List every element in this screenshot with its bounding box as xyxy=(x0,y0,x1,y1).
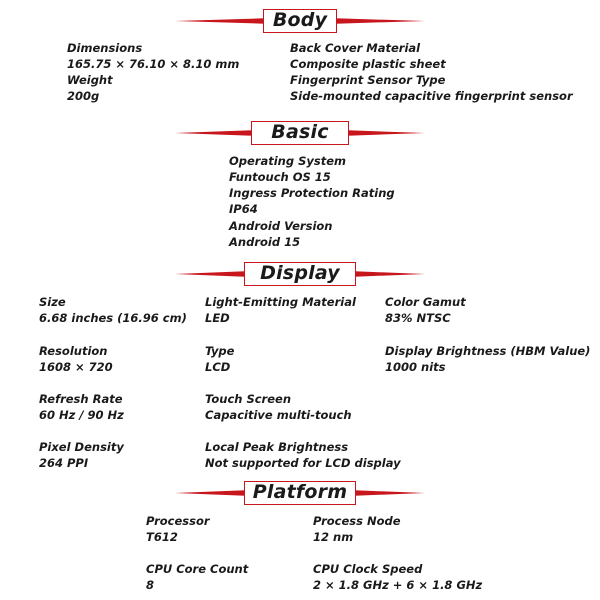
spec-label: Resolution xyxy=(39,344,108,358)
spec-label: Refresh Rate xyxy=(39,392,123,406)
spec-value: Side-mounted capacitive fingerprint sens… xyxy=(290,89,573,103)
spec-label: Touch Screen xyxy=(205,392,292,406)
spec-label: Fingerprint Sensor Type xyxy=(290,73,446,87)
spec-value: 6.68 inches (16.96 cm) xyxy=(39,311,187,325)
spec-value: Not supported for LCD display xyxy=(205,456,401,470)
section-title-basic: Basic xyxy=(251,121,349,145)
spec-value: LED xyxy=(205,311,230,325)
spec-value: 165.75 × 76.10 × 8.10 mm xyxy=(67,57,240,71)
spec-type: Type LCD xyxy=(205,343,234,375)
spec-label: CPU Clock Speed xyxy=(313,562,423,576)
section-divider xyxy=(175,271,425,277)
spec-label: Local Peak Brightness xyxy=(205,440,349,454)
spec-display-brightness: Display Brightness (HBM Value) 1000 nits xyxy=(385,343,590,375)
section-header-basic: Basic xyxy=(0,118,600,148)
section-divider xyxy=(175,130,425,136)
spec-value: IP64 xyxy=(229,202,258,216)
spec-processor: Processor T612 xyxy=(146,513,210,545)
spec-android-version: Android Version Android 15 xyxy=(229,218,332,250)
section-title-body: Body xyxy=(263,9,337,33)
section-divider xyxy=(175,18,425,24)
spec-resolution: Resolution 1608 × 720 xyxy=(39,343,113,375)
spec-value: 264 PPI xyxy=(39,456,89,470)
spec-label: Light-Emitting Material xyxy=(205,295,356,309)
spec-back-cover-material: Back Cover Material Composite plastic sh… xyxy=(290,40,446,72)
spec-value: 1000 nits xyxy=(385,360,446,374)
spec-label: Processor xyxy=(146,514,210,528)
section-title-display: Display xyxy=(244,262,356,286)
spec-label: Android Version xyxy=(229,219,333,233)
spec-label: Display Brightness (HBM Value) xyxy=(385,344,591,358)
spec-label: CPU Core Count xyxy=(146,562,249,576)
spec-value: 2 × 1.8 GHz + 6 × 1.8 GHz xyxy=(313,578,483,592)
section-header-display: Display xyxy=(0,259,600,289)
spec-label: Size xyxy=(39,295,66,309)
section-header-platform: Platform xyxy=(0,478,600,508)
spec-value: Funtouch OS 15 xyxy=(229,170,331,184)
section-title-platform: Platform xyxy=(244,481,356,505)
spec-value: 1608 × 720 xyxy=(39,360,113,374)
spec-value: 12 nm xyxy=(313,530,354,544)
spec-size: Size 6.68 inches (16.96 cm) xyxy=(39,294,187,326)
spec-value: T612 xyxy=(146,530,178,544)
spec-label: Ingress Protection Rating xyxy=(229,186,395,200)
spec-label: Back Cover Material xyxy=(290,41,421,55)
spec-weight: Weight 200g xyxy=(67,72,113,104)
spec-label: Pixel Density xyxy=(39,440,124,454)
spec-label: Color Gamut xyxy=(385,295,466,309)
spec-label: Weight xyxy=(67,73,113,87)
spec-dimensions: Dimensions 165.75 × 76.10 × 8.10 mm xyxy=(67,40,239,72)
spec-color-gamut: Color Gamut 83% NTSC xyxy=(385,294,466,326)
spec-pixel-density: Pixel Density 264 PPI xyxy=(39,439,124,471)
spec-value: Capacitive multi-touch xyxy=(205,408,352,422)
spec-local-peak-brightness: Local Peak Brightness Not supported for … xyxy=(205,439,401,471)
spec-fingerprint-sensor-type: Fingerprint Sensor Type Side-mounted cap… xyxy=(290,72,573,104)
spec-label: Type xyxy=(205,344,235,358)
spec-ingress-protection: Ingress Protection Rating IP64 xyxy=(229,185,395,217)
spec-operating-system: Operating System Funtouch OS 15 xyxy=(229,153,346,185)
section-divider xyxy=(175,490,425,496)
spec-value: 8 xyxy=(146,578,155,592)
spec-cpu-core-count: CPU Core Count 8 xyxy=(146,561,248,593)
spec-value: 83% NTSC xyxy=(385,311,451,325)
spec-value: LCD xyxy=(205,360,231,374)
spec-touch-screen: Touch Screen Capacitive multi-touch xyxy=(205,391,352,423)
spec-refresh-rate: Refresh Rate 60 Hz / 90 Hz xyxy=(39,391,124,423)
spec-light-emitting-material: Light-Emitting Material LED xyxy=(205,294,356,326)
spec-value: 200g xyxy=(67,89,100,103)
spec-value: Android 15 xyxy=(229,235,301,249)
spec-label: Dimensions xyxy=(67,41,143,55)
section-header-body: Body xyxy=(0,6,600,36)
spec-value: 60 Hz / 90 Hz xyxy=(39,408,124,422)
spec-process-node: Process Node 12 nm xyxy=(313,513,401,545)
spec-label: Process Node xyxy=(313,514,401,528)
spec-label: Operating System xyxy=(229,154,347,168)
spec-value: Composite plastic sheet xyxy=(290,57,446,71)
spec-cpu-clock-speed: CPU Clock Speed 2 × 1.8 GHz + 6 × 1.8 GH… xyxy=(313,561,482,593)
